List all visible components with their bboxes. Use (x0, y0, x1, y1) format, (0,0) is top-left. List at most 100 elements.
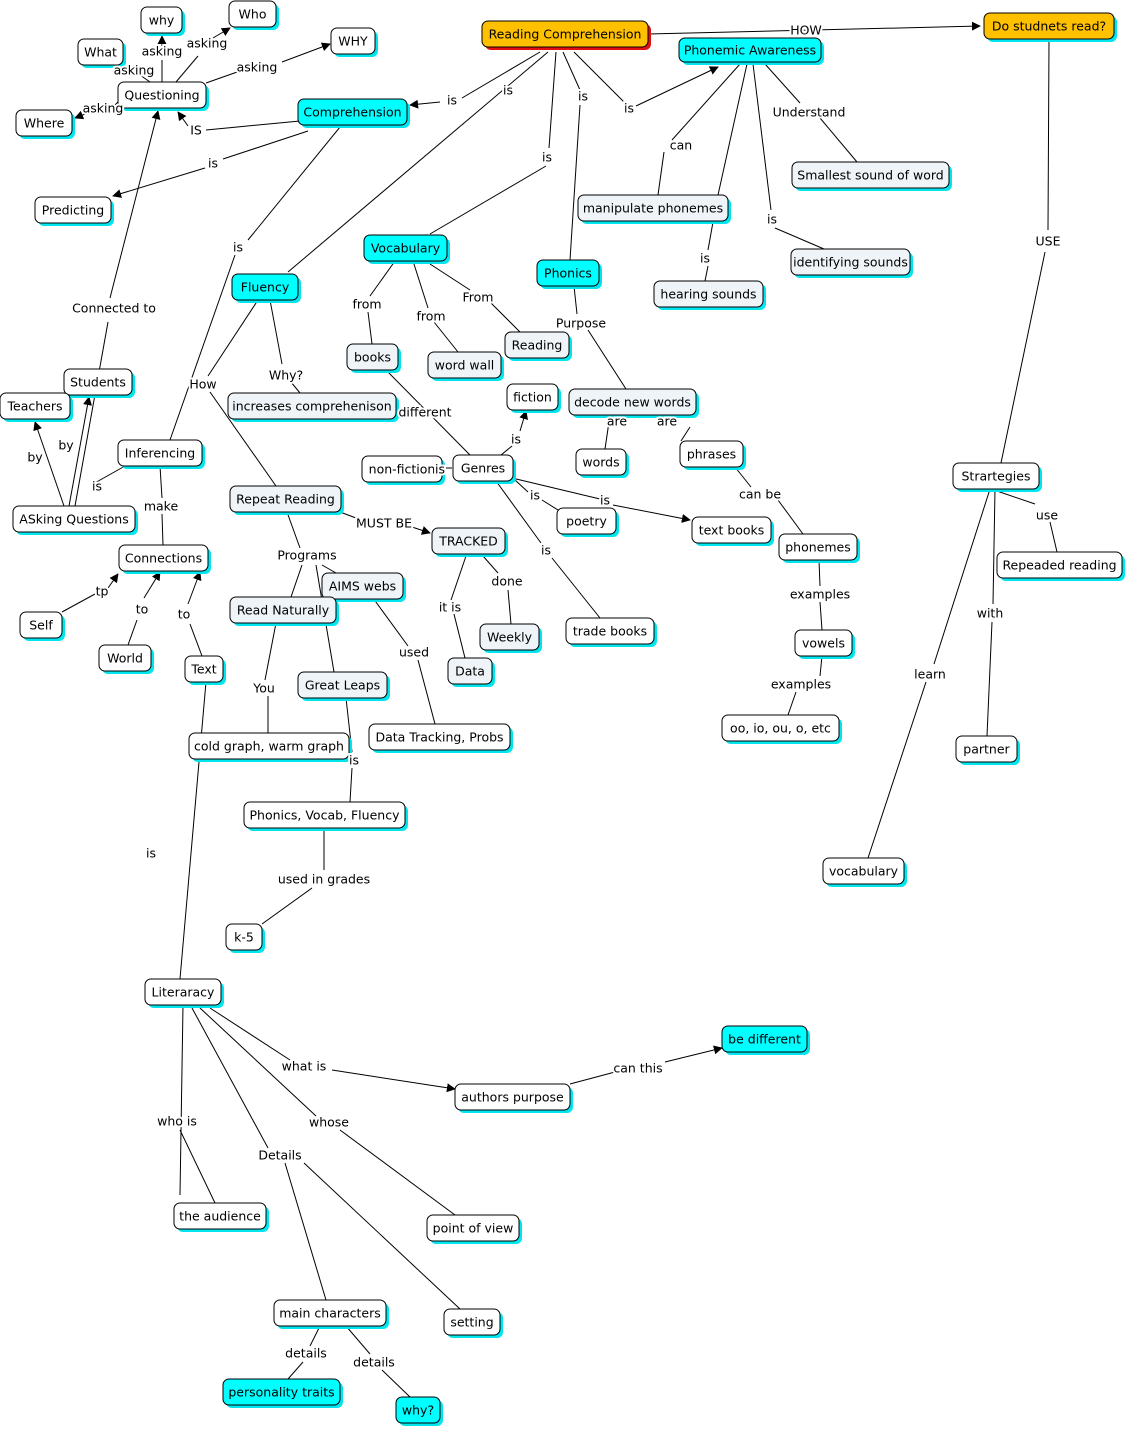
link-label-halo: it is (439, 600, 461, 615)
connector-line (635, 66, 719, 107)
concept-node-authors-purpose[interactable]: authors purpose (454, 1083, 573, 1113)
connector-line (339, 1129, 456, 1216)
link-label-halo: details (353, 1355, 395, 1370)
link-label-is-text-lit: is (146, 846, 156, 861)
concept-node-decode-new-words[interactable]: decode new words (568, 388, 699, 418)
link-label-halo: asking (187, 36, 228, 51)
concept-node-why-q[interactable]: why? (395, 1396, 443, 1426)
concept-node-manipulate-phonemes[interactable]: manipulate phonemes (577, 194, 731, 224)
concept-node-comprehension[interactable]: Comprehension (297, 98, 410, 128)
link-label-halo: Purpose (556, 316, 606, 331)
connector-line (269, 299, 283, 365)
concept-node-data[interactable]: Data (447, 657, 495, 687)
connector-line (179, 681, 207, 980)
concept-node-identifying-sounds[interactable]: identifying sounds (790, 248, 913, 278)
concept-node-smallest-sound[interactable]: Smallest sound of word (791, 161, 952, 191)
concept-node-why[interactable]: why (140, 6, 185, 36)
concept-node-the-audience[interactable]: the audience (173, 1202, 269, 1232)
concept-node-books[interactable]: books (346, 343, 401, 373)
concept-node-vowels[interactable]: vowels (794, 629, 855, 659)
node-label: why? (402, 1403, 434, 1418)
concept-node-point-of-view[interactable]: point of view (426, 1214, 522, 1244)
concept-node-reading[interactable]: Reading (504, 331, 572, 361)
concept-node-setting[interactable]: setting (443, 1308, 503, 1338)
concept-node-text[interactable]: Text (184, 655, 226, 685)
concept-node-asking-questions[interactable]: ASking Questions (12, 505, 138, 535)
link-label-details-cap: Details (258, 1148, 301, 1163)
concept-node-self[interactable]: Self (19, 611, 65, 641)
concept-node-reading-comprehension[interactable]: Reading Comprehension (481, 20, 651, 50)
concept-node-vocabulary[interactable]: Vocabulary (363, 234, 450, 264)
link-label-halo: from (352, 297, 381, 312)
concept-node-where[interactable]: Where (15, 109, 75, 139)
node-label: Inferencing (125, 446, 195, 461)
concept-node-great-leaps[interactable]: Great Leaps (297, 671, 390, 701)
link-label-how: HOW (790, 23, 822, 38)
concept-node-tracked[interactable]: TRACKED (431, 527, 508, 557)
concept-node-read-naturally[interactable]: Read Naturally (229, 596, 339, 626)
concept-node-cold-graph[interactable]: cold graph, warm graph (188, 732, 352, 762)
concept-node-fiction[interactable]: fiction (506, 383, 561, 413)
concept-node-strategies[interactable]: Strartegies (952, 462, 1042, 492)
link-label-connected-to: Connected to (72, 301, 156, 316)
concept-node-poetry[interactable]: poetry (556, 507, 619, 537)
connector-line (92, 465, 126, 485)
concept-node-partner[interactable]: partner (955, 735, 1020, 765)
concept-node-why-caps[interactable]: WHY (330, 27, 378, 57)
concept-node-phonemic-awareness[interactable]: Phonemic Awareness (678, 37, 824, 65)
concept-node-trade-books[interactable]: trade books (565, 617, 657, 647)
concept-node-what[interactable]: What (77, 38, 126, 68)
concept-node-fluency[interactable]: Fluency (231, 273, 301, 303)
concept-node-do-students-read[interactable]: Do studnets read? (983, 12, 1117, 42)
concept-node-weekly[interactable]: Weekly (479, 623, 542, 653)
concept-node-text-books[interactable]: text books (691, 516, 774, 546)
concept-node-teachers[interactable]: Teachers (0, 392, 73, 422)
concept-node-repeated-reading[interactable]: Repeaded reading (996, 551, 1125, 581)
concept-node-personality-traits[interactable]: personality traits (222, 1378, 343, 1408)
connector-line (139, 74, 151, 83)
concept-node-aims-webs[interactable]: AIMS webs (321, 572, 406, 602)
node-box (565, 617, 655, 645)
concept-node-literaracy[interactable]: Literaracy (144, 978, 224, 1008)
concept-node-connections[interactable]: Connections (118, 544, 211, 574)
connector-line (212, 27, 231, 39)
concept-node-be-different[interactable]: be different (721, 1025, 810, 1055)
concept-node-oo-io[interactable]: oo, io, ou, o, etc (721, 714, 842, 744)
concept-node-repeat-reading[interactable]: Repeat Reading (229, 485, 344, 515)
concept-node-data-tracking[interactable]: Data Tracking, Probs (368, 723, 513, 753)
concept-node-questioning[interactable]: Questioning (117, 81, 209, 111)
connector-line (290, 381, 301, 394)
concept-node-phrases[interactable]: phrases (679, 440, 746, 470)
concept-node-words[interactable]: words (575, 448, 629, 478)
concept-node-students[interactable]: Students (63, 368, 135, 398)
connector-line (384, 368, 471, 456)
link-label-examples-1: examples (790, 587, 850, 602)
node-box (568, 388, 697, 416)
concept-node-phonics-vocab-fluency[interactable]: Phonics, Vocab, Fluency (243, 801, 408, 831)
concept-node-k5[interactable]: k-5 (225, 923, 265, 953)
link-label-asking-who: asking (187, 36, 228, 51)
concept-node-word-wall[interactable]: word wall (427, 351, 504, 381)
concept-node-increases-comprehension[interactable]: increases comprehenison (227, 392, 399, 422)
node-box (297, 98, 408, 126)
link-label-halo: by (27, 450, 43, 465)
connector-line (453, 613, 466, 659)
connector-line (207, 299, 259, 377)
concept-node-inferencing[interactable]: Inferencing (117, 439, 205, 469)
concept-node-predicting[interactable]: Predicting (34, 196, 114, 226)
concept-node-hearing-sounds[interactable]: hearing sounds (653, 280, 766, 310)
concept-node-phonics[interactable]: Phonics (536, 259, 602, 289)
concept-node-world[interactable]: World (98, 644, 154, 674)
concept-node-genres[interactable]: Genres (452, 454, 516, 484)
concept-node-vocabulary-learn[interactable]: vocabulary (822, 857, 907, 887)
node-label: books (354, 350, 391, 365)
concept-node-non-fiction[interactable]: non-fiction (361, 455, 445, 485)
concept-node-phonemes[interactable]: phonemes (778, 533, 860, 563)
concept-node-who[interactable]: Who (228, 0, 279, 30)
link-label-halo: by (58, 438, 74, 453)
node-label: phonemes (785, 540, 851, 555)
concept-node-main-characters[interactable]: main characters (273, 1299, 389, 1329)
link-label-is-rc-phonics: is (578, 89, 588, 104)
link-label-use-strat: use (1036, 508, 1058, 523)
connector-line (412, 260, 429, 309)
